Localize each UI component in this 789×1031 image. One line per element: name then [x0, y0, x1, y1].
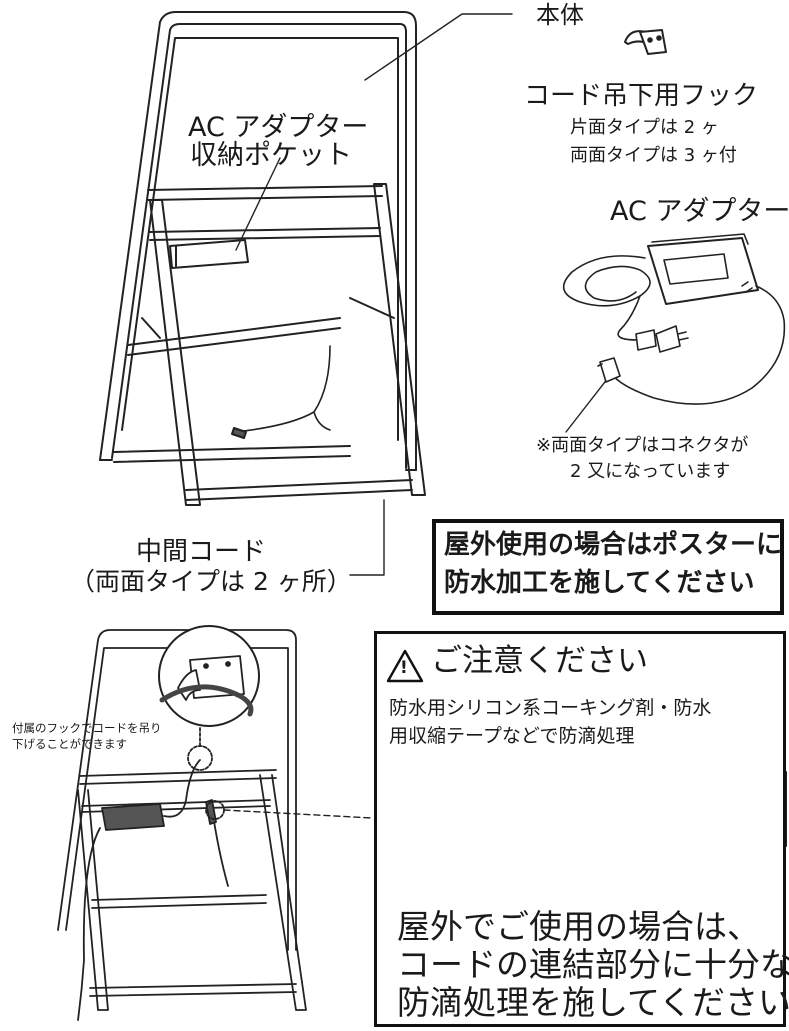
caution-desc-line1: 防水用シリコン系コーキング剤・防水 [389, 697, 712, 719]
caution-title: ご注意ください [431, 643, 648, 679]
ac-adapter-illustration [562, 233, 786, 405]
pocket-label-line2: 収納ポケット [190, 140, 352, 171]
caution-big-line1: 屋外でご使用の場合は、 [397, 907, 760, 946]
caution-desc-line2: 用収縮テープなどで防滴処理 [389, 725, 635, 747]
notice-line2: 防水加工を施してください [444, 568, 755, 598]
hook-title: コード吊下用フック [524, 81, 759, 111]
caution-box: ! ご注意ください 防水用シリコン系コーキング剤・防水 用収縮テープなどで防滴処… [374, 631, 789, 1027]
adapter-note-line1: ※両面タイプはコネクタが [536, 435, 749, 456]
adapter-note-line2: 2 又になっています [570, 461, 731, 482]
caution-big-line2: コードの連結部分に十分な [397, 945, 789, 984]
notice-line1: 屋外使用の場合はポスターに [444, 530, 783, 560]
mid-cord-label: 中間コード [136, 537, 267, 567]
mid-cord-note: （両面タイプは 2 ヶ所） [70, 567, 352, 596]
hook-usage-line1: 付属のフックでコードを吊り [12, 721, 162, 735]
warning-icon [386, 649, 424, 683]
body-label: 本体 [536, 1, 584, 29]
hook-double-note: 両面タイプは 3 ヶ付 [570, 145, 737, 166]
main-stand-illustration [99, 11, 426, 506]
hook-illustration [624, 29, 667, 55]
lower-stand-illustration [57, 625, 373, 1021]
hook-single-note: 片面タイプは 2 ヶ [570, 117, 719, 138]
caution-big-line3: 防滴処理を施してください [397, 983, 789, 1022]
warning-icon-glyph: ! [400, 658, 408, 678]
waterproof-notice-box: 屋外使用の場合はポスターに 防水加工を施してください [432, 519, 784, 615]
pocket-label-line1: AC アダプター [188, 112, 369, 143]
hook-usage-line2: 下げることができます [12, 737, 127, 751]
adapter-title: AC アダプター [610, 196, 789, 227]
